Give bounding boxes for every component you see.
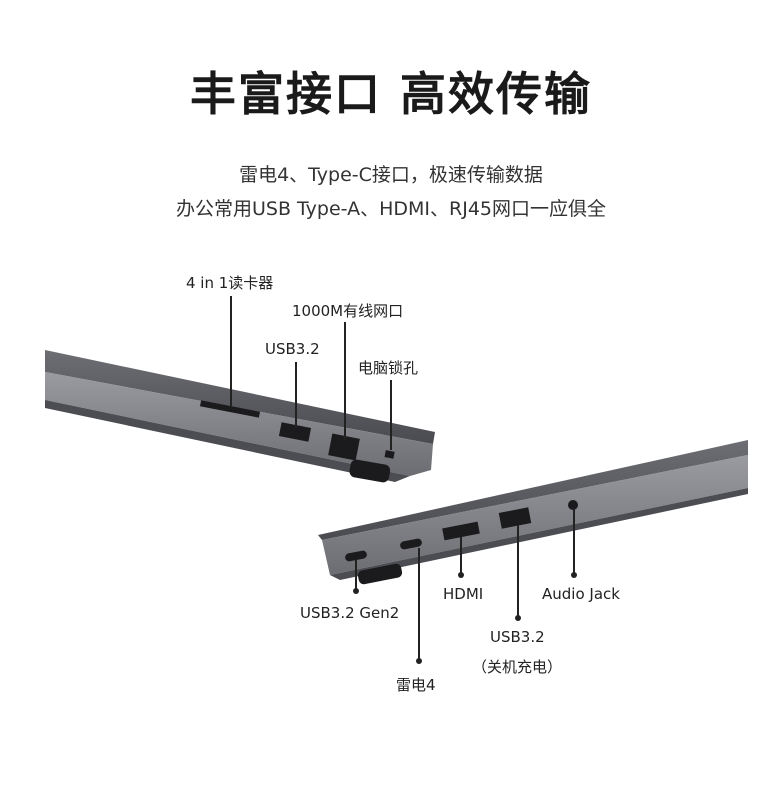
label-usb-charge-line1: USB3.2 — [490, 628, 545, 646]
label-thunderbolt: 雷电4 — [396, 676, 436, 694]
page-title: 丰富接口 高效传输 — [189, 67, 592, 121]
label-card-reader: 4 in 1读卡器 — [186, 274, 274, 292]
label-ethernet: 1000M有线网口 — [292, 302, 404, 320]
leader-usb-right — [295, 362, 297, 428]
label-usb-c-gen2: USB3.2 Gen2 — [300, 604, 400, 622]
leader-ethernet — [344, 322, 346, 440]
label-hdmi: HDMI — [443, 585, 484, 603]
leader-usb-c-gen2 — [355, 560, 357, 590]
leader-thunderbolt — [418, 548, 420, 660]
label-audio: Audio Jack — [542, 585, 620, 603]
leader-card-reader — [230, 296, 232, 406]
leader-hdmi — [460, 537, 462, 575]
label-usb-right: USB3.2 — [265, 340, 320, 358]
laptop-right-side — [45, 350, 435, 483]
leader-audio — [573, 508, 575, 574]
dot-usb-c-gen2 — [353, 588, 359, 594]
dot-hdmi — [458, 572, 464, 578]
dot-thunderbolt — [416, 658, 422, 664]
laptop-left-side — [318, 440, 748, 585]
leader-usb-charge — [517, 525, 519, 617]
dot-usb-charge — [515, 615, 521, 621]
label-lock: 电脑锁孔 — [358, 359, 419, 377]
subtitle-line-2: 办公常用USB Type-A、HDMI、RJ45网口一应俱全 — [175, 198, 606, 220]
subtitle-line-1: 雷电4、Type-C接口，极速传输数据 — [239, 164, 543, 186]
label-usb-charge-line2: （关机充电） — [472, 658, 563, 676]
dot-audio — [571, 572, 577, 578]
leader-lock — [390, 380, 392, 450]
